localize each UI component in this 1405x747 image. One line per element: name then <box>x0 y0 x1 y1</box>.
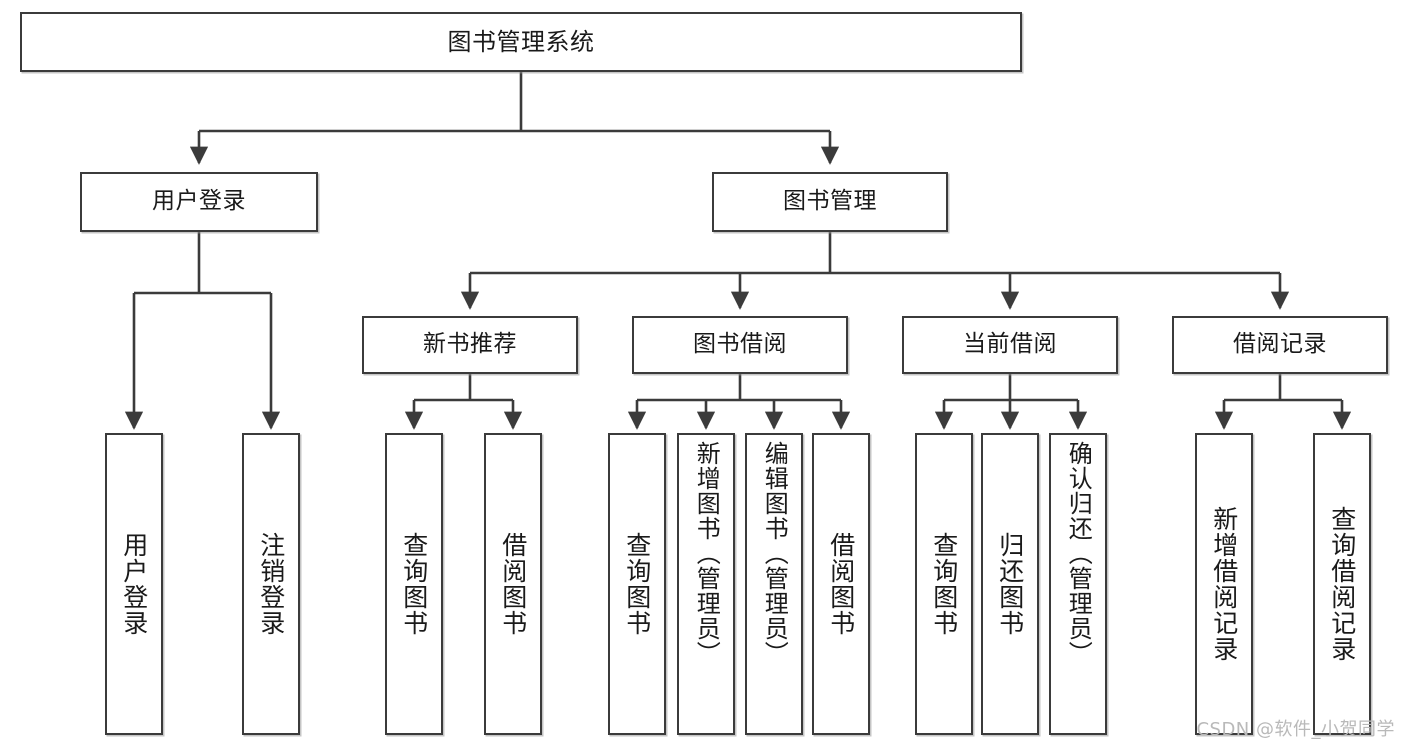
node-label: 用户登录 <box>119 532 149 636</box>
node-label: 查询借阅记录 <box>1327 506 1357 662</box>
node-leaf-user-login[interactable]: 用户登录 <box>105 433 163 735</box>
node-label: 编辑图书（管理员） <box>760 441 789 666</box>
node-label: 图书管理系统 <box>447 27 595 56</box>
node-label: 归还图书 <box>995 532 1025 636</box>
node-leaf-query-book-recommend[interactable]: 查询图书 <box>385 433 443 735</box>
node-leaf-borrow-book-recommend[interactable]: 借阅图书 <box>484 433 542 735</box>
node-leaf-query-book-current[interactable]: 查询图书 <box>915 433 973 735</box>
node-label: 借阅图书 <box>498 532 528 636</box>
node-label: 借阅图书 <box>826 532 856 636</box>
node-current-borrow[interactable]: 当前借阅 <box>902 316 1118 374</box>
node-leaf-borrow-book[interactable]: 借阅图书 <box>812 433 870 735</box>
node-borrow-record[interactable]: 借阅记录 <box>1172 316 1388 374</box>
node-book-management[interactable]: 图书管理 <box>712 172 948 232</box>
node-book-borrow[interactable]: 图书借阅 <box>632 316 848 374</box>
node-leaf-logout-login[interactable]: 注销登录 <box>242 433 300 735</box>
node-leaf-query-borrow-record[interactable]: 查询借阅记录 <box>1313 433 1371 735</box>
node-new-book-recommend[interactable]: 新书推荐 <box>362 316 578 374</box>
node-label: 图书借阅 <box>693 331 787 358</box>
node-leaf-return-book[interactable]: 归还图书 <box>981 433 1039 735</box>
node-user-login[interactable]: 用户登录 <box>80 172 318 232</box>
node-leaf-edit-book[interactable]: 编辑图书（管理员） <box>745 433 803 735</box>
node-label: 借阅记录 <box>1233 331 1327 358</box>
node-leaf-query-book-borrow[interactable]: 查询图书 <box>608 433 666 735</box>
watermark-text: CSDN @软件_小贺同学 <box>1196 719 1395 740</box>
node-leaf-confirm-return[interactable]: 确认归还（管理员） <box>1049 433 1107 735</box>
node-leaf-add-book[interactable]: 新增图书（管理员） <box>677 433 735 735</box>
node-label: 查询图书 <box>399 532 429 636</box>
node-label: 当前借阅 <box>963 331 1057 358</box>
node-label: 新增借阅记录 <box>1209 506 1239 662</box>
node-label: 新书推荐 <box>423 331 517 358</box>
node-label: 确认归还（管理员） <box>1064 441 1093 666</box>
node-label: 新增图书（管理员） <box>692 441 721 666</box>
node-label: 查询图书 <box>622 532 652 636</box>
node-label: 注销登录 <box>256 532 286 636</box>
node-label: 图书管理 <box>783 188 877 215</box>
node-leaf-add-borrow-record[interactable]: 新增借阅记录 <box>1195 433 1253 735</box>
node-root-system[interactable]: 图书管理系统 <box>20 12 1022 72</box>
node-label: 用户登录 <box>152 188 246 215</box>
node-label: 查询图书 <box>929 532 959 636</box>
